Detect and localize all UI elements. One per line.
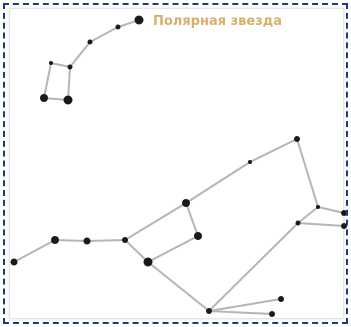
dashed-frame [3,3,348,324]
